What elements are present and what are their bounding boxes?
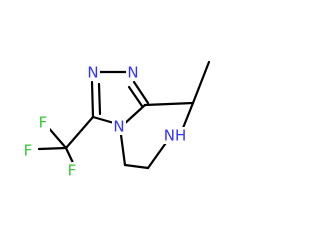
- bond-c8a-n4: [121, 103, 147, 127]
- atom-label-f: F: [24, 142, 33, 160]
- atom-label-f: F: [39, 114, 48, 132]
- atom-label-n: N: [127, 64, 138, 82]
- atom-n-top-right: N: [126, 64, 140, 82]
- atom-label-n: N: [87, 64, 98, 82]
- bond-nh-c7: [146, 138, 170, 170]
- bond-c3-n1-double-1: [90, 80, 95, 119]
- atom-f-left: F: [22, 142, 35, 160]
- atom-n-top-left: N: [86, 64, 100, 82]
- bond-c3-n1-double-2: [97, 82, 102, 116]
- atom-nh-amine: NH: [161, 127, 189, 145]
- bond-n4-c3: [91, 115, 116, 125]
- bond-cf3-f-top: [45, 124, 68, 150]
- bond-c6-c5: [119, 133, 127, 167]
- bond-c9-nh: [181, 101, 195, 130]
- atom-f-bottom: F: [66, 162, 79, 180]
- atom-n-ring-fusion: N: [112, 118, 126, 136]
- atom-labels: N N N NH F F F: [22, 64, 189, 180]
- bond-c8a-c9: [143, 101, 195, 107]
- bond-c3-cf3: [64, 115, 95, 150]
- atom-label-n: N: [113, 118, 124, 136]
- bond-c7-c6: [123, 163, 150, 170]
- atom-label-nh: NH: [164, 127, 187, 145]
- bond-c9-methyl: [191, 60, 211, 105]
- atom-f-top: F: [37, 114, 50, 132]
- molecule-diagram: N N N NH F F F: [22, 60, 211, 180]
- bond-n2-c8a-double-2: [127, 85, 144, 108]
- bond-cf3-f-left: [37, 146, 68, 151]
- bond-n2-c8a-double-1: [132, 80, 150, 105]
- atom-label-f: F: [68, 162, 77, 180]
